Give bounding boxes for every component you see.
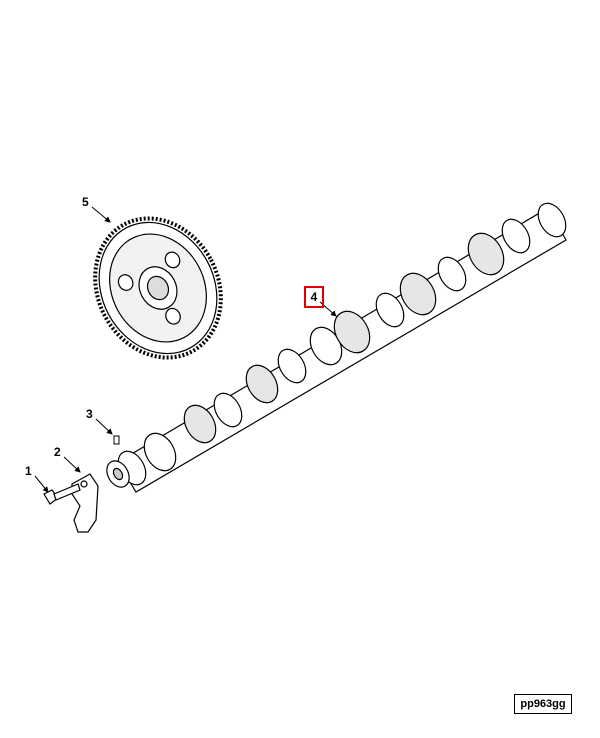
callout-2: 2 xyxy=(54,445,61,459)
bolt xyxy=(43,483,81,505)
thrust-plate xyxy=(71,473,99,533)
camshaft xyxy=(106,202,567,493)
callout-1: 1 xyxy=(25,464,32,478)
callout-5: 5 xyxy=(82,195,89,209)
leader-lines xyxy=(34,206,337,493)
dowel-pin xyxy=(113,435,120,445)
reference-code-label: pp963gg xyxy=(514,694,572,714)
callout-3: 3 xyxy=(86,407,93,421)
callout-4-highlighted[interactable]: 4 xyxy=(304,286,324,308)
timing-gear xyxy=(93,216,223,360)
